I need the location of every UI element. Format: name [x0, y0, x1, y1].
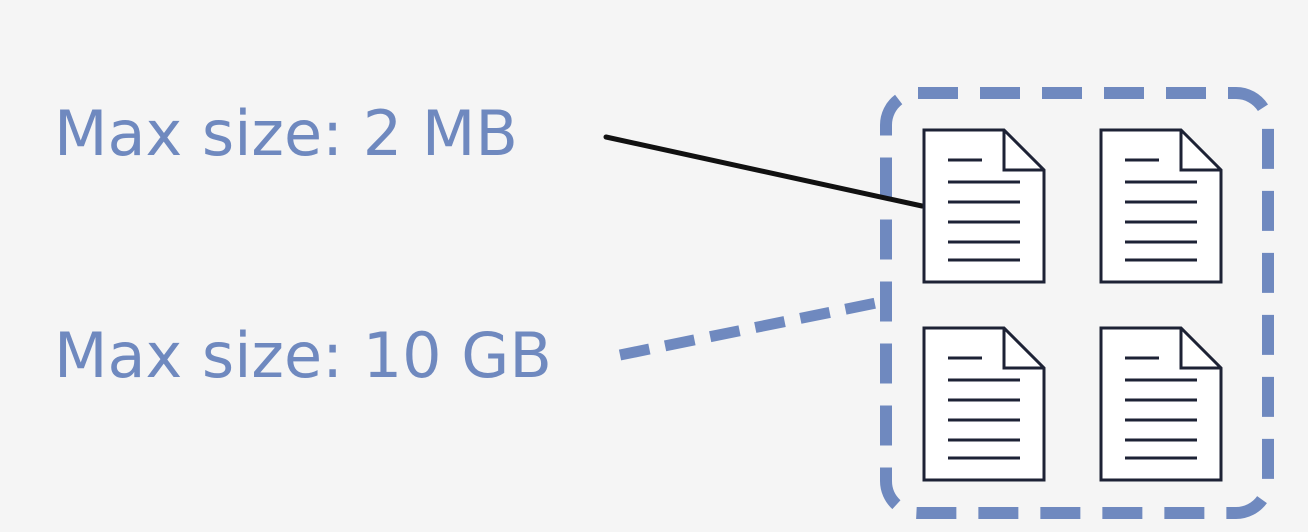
document-icon — [1099, 128, 1223, 284]
file-connector-line — [603, 134, 925, 209]
container-connector-dashed-line — [618, 295, 888, 361]
document-icon — [922, 326, 1046, 482]
file-max-size-label: Max size: 2 MB — [54, 97, 518, 170]
document-icon — [922, 128, 1046, 284]
container-max-size-label: Max size: 10 GB — [54, 319, 552, 392]
document-icon — [1099, 326, 1223, 482]
container-dashed-border — [880, 87, 1274, 519]
file-icons-grid — [922, 128, 1223, 482]
